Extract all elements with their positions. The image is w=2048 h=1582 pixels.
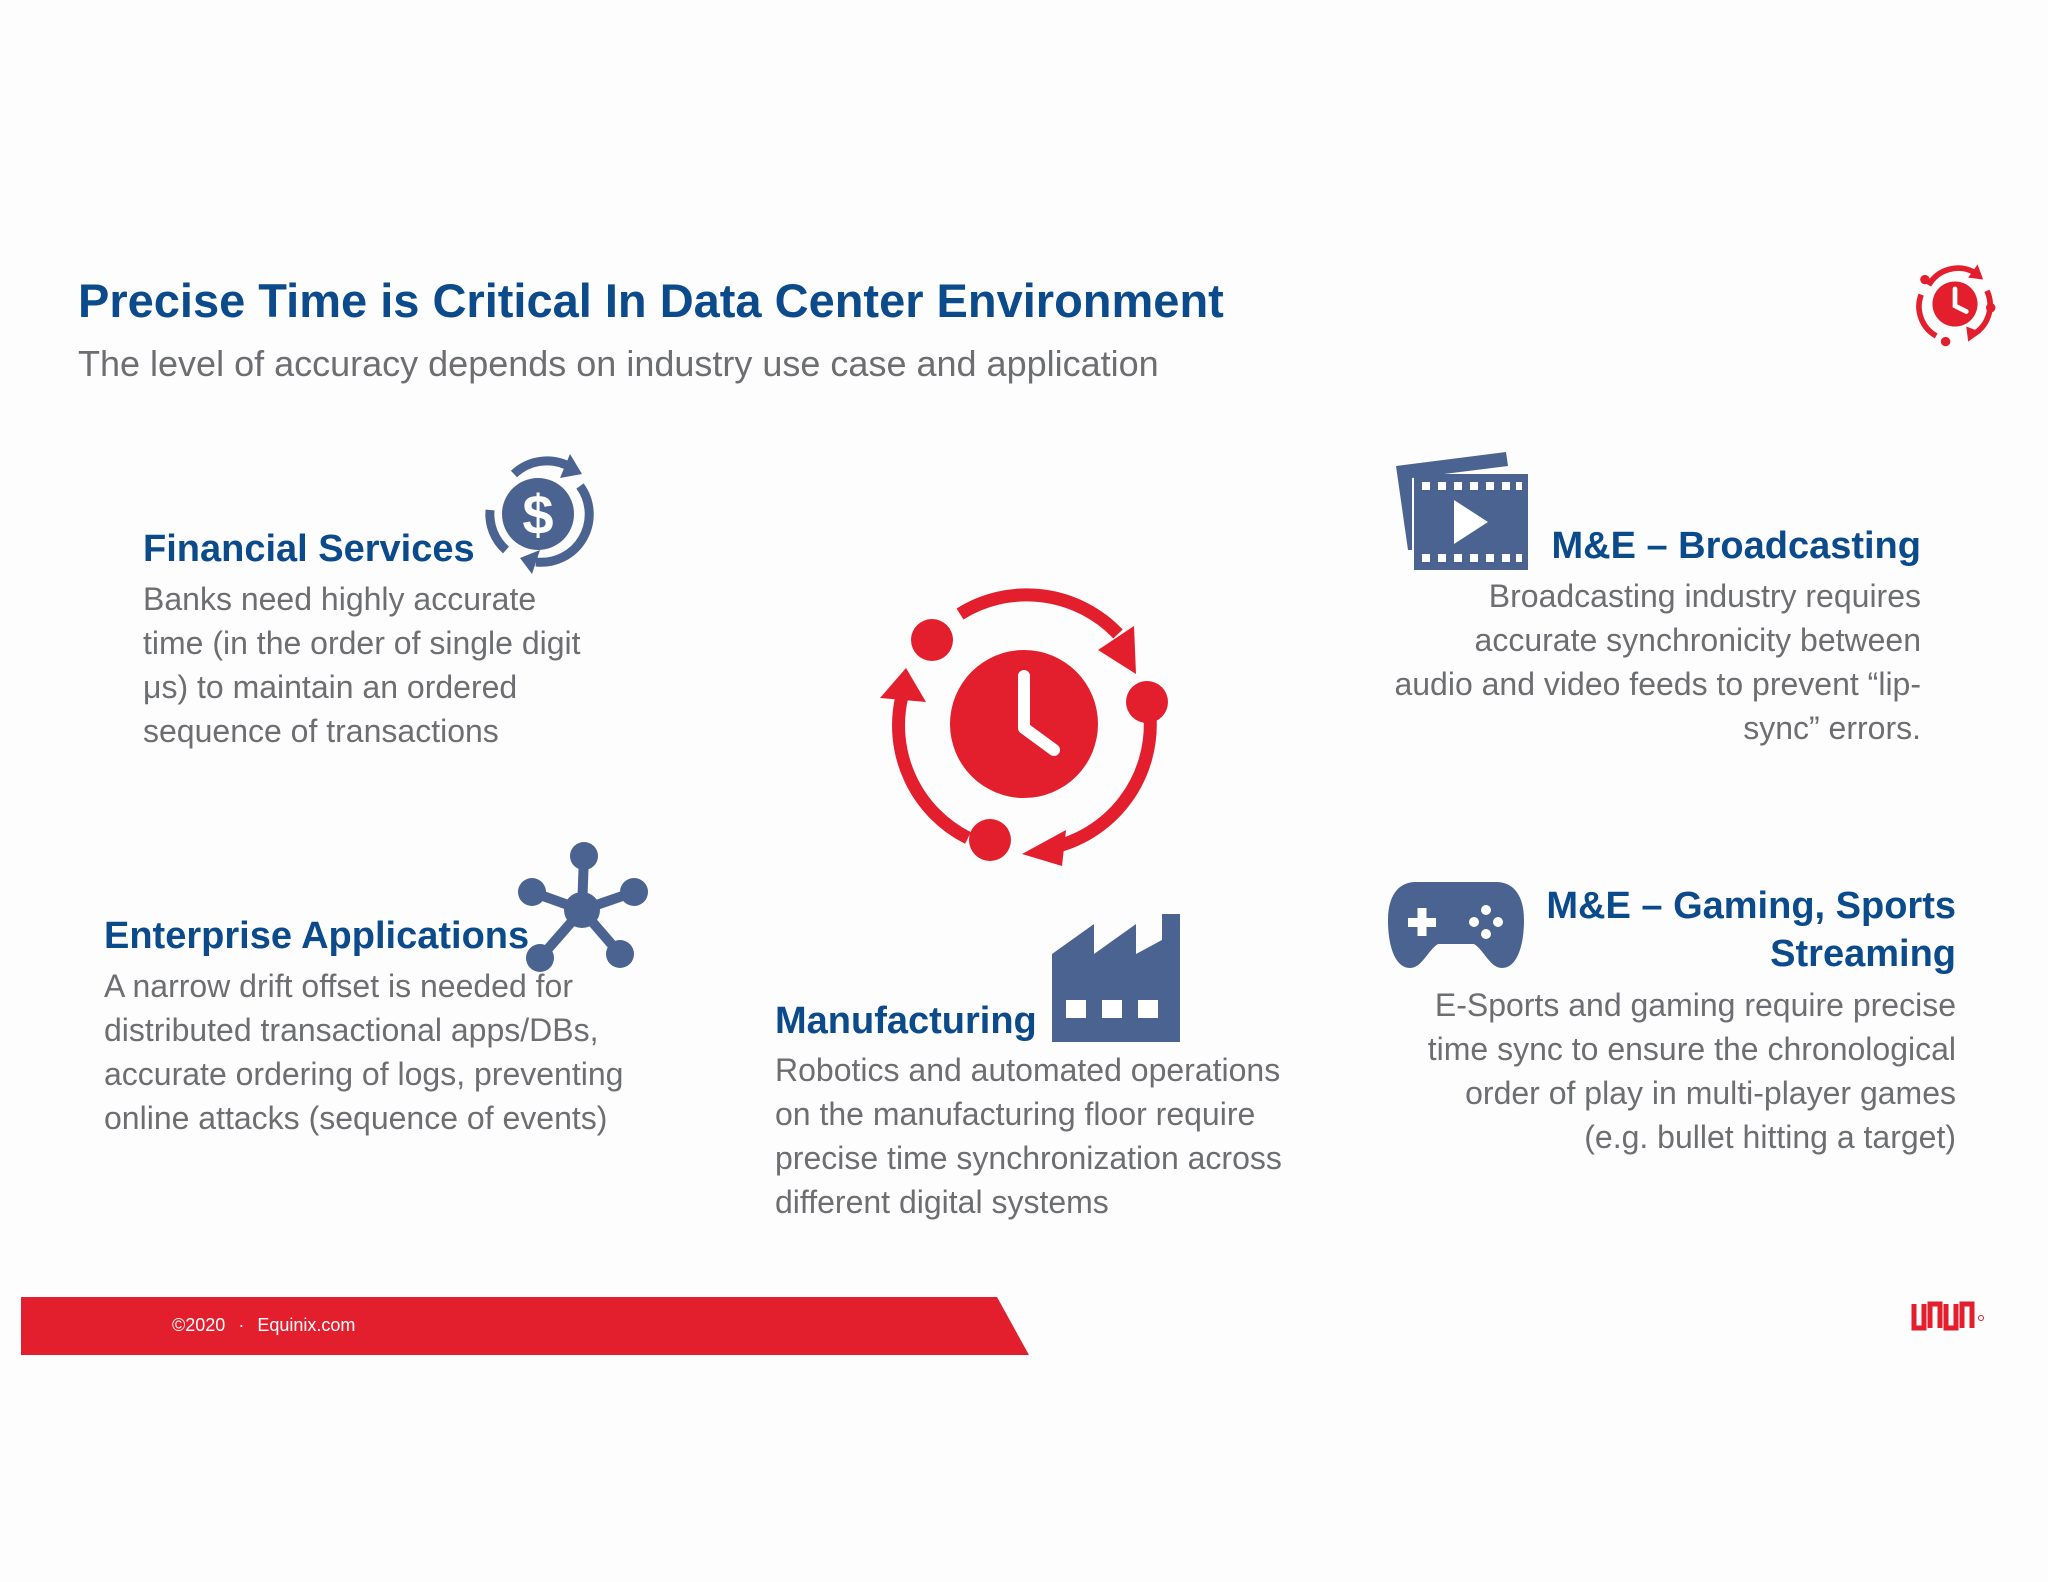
manufacturing-heading: Manufacturing (775, 1000, 1037, 1042)
broadcasting-line: Broadcasting industry requires (1488, 578, 1921, 614)
enterprise-line: A narrow drift offset is needed for (104, 968, 573, 1004)
enterprise-line: accurate ordering of logs, preventing (104, 1056, 624, 1092)
slide-title: Precise Time is Critical In Data Center … (78, 274, 1224, 327)
gaming-heading-line: M&E – Gaming, Sports (1546, 885, 1956, 927)
financial-line: time (in the order of single digit (143, 625, 581, 661)
gaming-heading: M&E – Gaming, Sports Streaming (1546, 882, 1956, 978)
financial-heading: Financial Services (143, 528, 475, 570)
enterprise-heading: Enterprise Applications (104, 915, 530, 957)
gaming-description: E-Sports and gaming require precise time… (1376, 983, 1956, 1159)
footer-bar (21, 1297, 1029, 1355)
gaming-heading-line: Streaming (1770, 933, 1956, 975)
broadcasting-line: accurate synchronicity between (1474, 622, 1921, 658)
manufacturing-description: Robotics and automated operations on the… (775, 1048, 1282, 1224)
manufacturing-line: precise time synchronization across (775, 1140, 1282, 1176)
gamepad-icon (1388, 882, 1524, 968)
clock-sync-small-icon (1916, 264, 1996, 347)
financial-description: Banks need highly accurate time (in the … (143, 577, 581, 753)
equinix-logo-icon (1911, 1301, 1984, 1331)
gaming-line: (e.g. bullet hitting a target) (1584, 1119, 1956, 1155)
financial-line: Banks need highly accurate (143, 581, 537, 617)
footer-copyright: ©2020 (172, 1315, 226, 1335)
financial-line: sequence of transactions (143, 713, 499, 749)
svg-text:$: $ (522, 483, 553, 546)
video-film-icon (1396, 452, 1528, 570)
manufacturing-line: Robotics and automated operations (775, 1052, 1281, 1088)
slide-subtitle: The level of accuracy depends on industr… (78, 343, 1159, 384)
financial-line: μs) to maintain an ordered (143, 669, 518, 705)
broadcasting-line: sync” errors. (1743, 710, 1921, 746)
broadcasting-line: audio and video feeds to prevent “lip- (1394, 666, 1921, 702)
enterprise-line: distributed transactional apps/DBs, (104, 1012, 599, 1048)
manufacturing-line: different digital systems (775, 1184, 1109, 1220)
gaming-line: time sync to ensure the chronological (1427, 1031, 1956, 1067)
network-hub-icon (518, 842, 648, 972)
clock-sync-icon (880, 588, 1168, 866)
broadcasting-description: Broadcasting industry requires accurate … (1361, 574, 1921, 750)
broadcasting-heading: M&E – Broadcasting (1551, 525, 1921, 567)
gaming-line: E-Sports and gaming require precise (1434, 987, 1956, 1023)
dollar-cycle-icon: $ (485, 454, 594, 574)
factory-icon (1052, 914, 1180, 1042)
footer-separator: · (238, 1315, 245, 1335)
gaming-line: order of play in multi-player games (1465, 1075, 1956, 1111)
footer-text: ©2020 · Equinix.com (172, 1315, 355, 1336)
manufacturing-line: on the manufacturing floor require (775, 1096, 1256, 1132)
footer-site-link[interactable]: Equinix.com (257, 1315, 356, 1335)
enterprise-description: A narrow drift offset is needed for dist… (104, 964, 623, 1140)
enterprise-line: online attacks (sequence of events) (104, 1100, 608, 1136)
